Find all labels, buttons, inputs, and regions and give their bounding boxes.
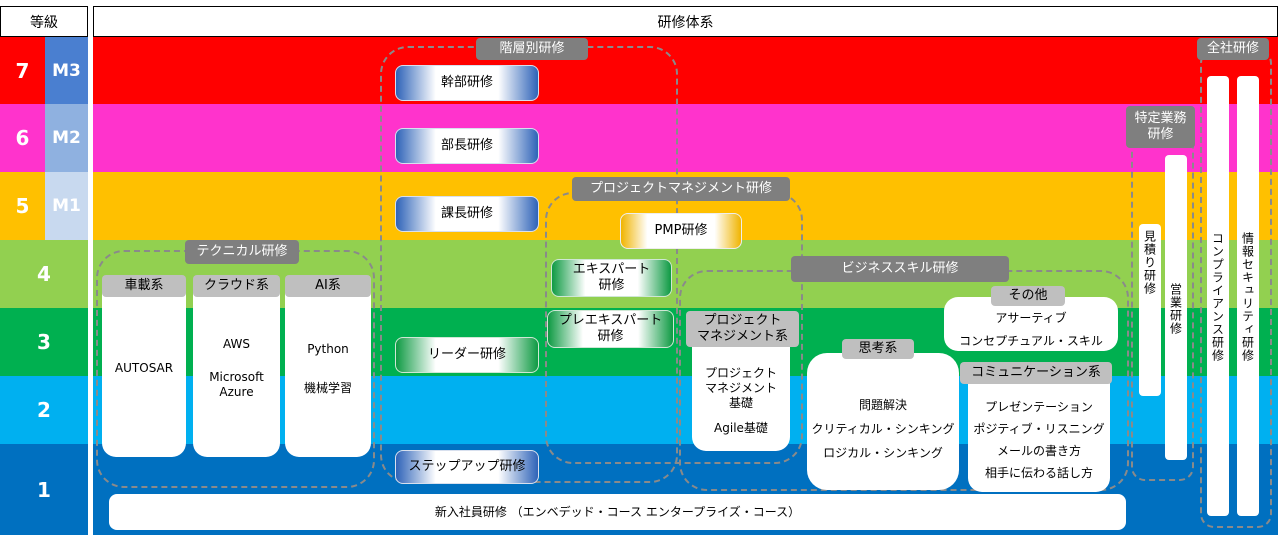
- grade-col-1: [0, 444, 88, 535]
- other-card: アサーティブ コンセプチュアル・スキル: [944, 297, 1118, 351]
- pm-group-label: プロジェクトマネジメント研修: [572, 177, 790, 201]
- compliance-training: コンプライアンス研修: [1207, 76, 1229, 516]
- leader-training: リーダー研修: [395, 337, 539, 373]
- kachou-training: 課長研修: [395, 196, 539, 232]
- shikou-card: 問題解決 クリティカル・シンキング ロジカル・シンキング: [807, 353, 959, 490]
- tech-title-car: 車載系: [102, 275, 186, 297]
- mitsumori-training: 見積り研修: [1139, 224, 1161, 396]
- grade-number-4: 4: [37, 262, 51, 286]
- shikou-item-critical: クリティカル・シンキング: [811, 422, 955, 436]
- column-divider: [88, 0, 93, 535]
- comm-title: コミュニケーション系: [960, 362, 1112, 384]
- business-pm-title: プロジェクト マネジメント系: [686, 311, 799, 347]
- pmp-training: PMP研修: [620, 213, 742, 249]
- business-group-label: ビジネススキル研修: [791, 256, 1009, 282]
- grade-number-1: 1: [37, 477, 51, 502]
- business-pm-item-agile: Agile基礎: [714, 420, 768, 435]
- preexpert-training: プレエキスパート 研修: [547, 310, 674, 348]
- tech-item-aws: AWS: [222, 337, 251, 351]
- other-item-assertive: アサーティブ: [995, 311, 1067, 325]
- comm-item-mail: メールの書き方: [996, 443, 1081, 458]
- comm-item-speaking: 相手に伝わる話し方: [984, 465, 1093, 480]
- other-item-conceptual: コンセプチュアル・スキル: [959, 334, 1103, 348]
- tech-title-cloud: クラウド系: [193, 275, 280, 297]
- tokutei-group-label: 特定業務 研修: [1126, 106, 1195, 148]
- m-grade-m2: M2: [45, 104, 88, 172]
- tech-card-cloud: AWS Microsoft Azure: [193, 280, 280, 457]
- kanbu-training: 幹部研修: [395, 65, 539, 101]
- grade-number-5: 5: [15, 194, 30, 218]
- grade-number-2: 2: [37, 398, 51, 422]
- shikou-item-mondai: 問題解決: [858, 398, 907, 412]
- buchou-training: 部長研修: [395, 128, 539, 164]
- grade-col-3: [0, 308, 88, 376]
- business-pm-item-basic: プロジェクト マネジメント 基礎: [704, 365, 777, 410]
- grade-number-7: 7: [15, 58, 30, 83]
- stepup-training: ステップアップ研修: [395, 450, 539, 484]
- tech-item-azure: Microsoft Azure: [209, 370, 264, 399]
- grade-col-4: [0, 240, 88, 308]
- shikou-title: 思考系: [842, 339, 914, 359]
- comm-card: プレゼンテーション ポジティブ・リスニング メールの書き方 相手に伝わる話し方: [968, 370, 1110, 492]
- comm-item-presentation: プレゼンテーション: [985, 399, 1093, 414]
- tech-item-autosar: AUTOSAR: [114, 361, 174, 375]
- expert-training: エキスパート 研修: [551, 259, 672, 297]
- business-pm-card: プロジェクト マネジメント 基礎 Agile基礎: [692, 328, 790, 451]
- tech-card-ai: Python 機械学習: [285, 280, 371, 457]
- zensha-group-label: 全社研修: [1197, 38, 1269, 60]
- band-7: [93, 37, 1278, 104]
- comm-item-listening: ポジティブ・リスニング: [973, 421, 1105, 436]
- tech-item-ml: 機械学習: [303, 380, 352, 395]
- tech-item-python: Python: [307, 341, 349, 356]
- system-header: 研修体系: [93, 6, 1278, 37]
- eigyou-training: 営業研修: [1165, 155, 1187, 460]
- grade-number-6: 6: [15, 126, 30, 150]
- technical-group-label: テクニカル研修: [185, 240, 299, 264]
- m-grade-m1: M1: [45, 172, 88, 240]
- band-6: [93, 104, 1278, 172]
- shikou-item-logical: ロジカル・シンキング: [823, 446, 943, 460]
- tech-card-car: AUTOSAR: [102, 280, 186, 457]
- tech-title-ai: AI系: [285, 275, 371, 297]
- grade-col-2: [0, 376, 88, 444]
- security-training: 情報セキュリティ研修: [1237, 76, 1259, 516]
- kaisou-group-label: 階層別研修: [476, 38, 588, 60]
- m-grade-m3: M3: [45, 37, 88, 104]
- grade-number-3: 3: [37, 330, 51, 354]
- other-title: その他: [991, 286, 1065, 306]
- grade-header: 等級: [0, 6, 88, 37]
- shinnyu-training: 新入社員研修 （エンベデッド・コース エンタープライズ・コース）: [109, 494, 1126, 530]
